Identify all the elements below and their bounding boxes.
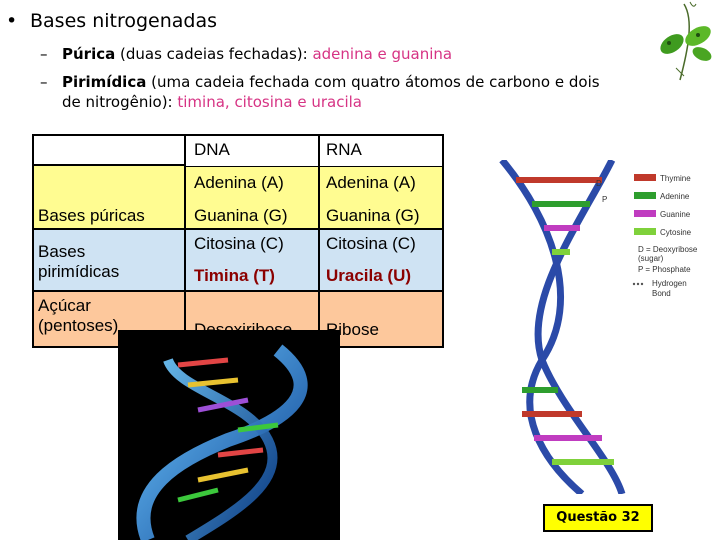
sugar-label-2: (pentoses) [38, 316, 119, 335]
cell-citosina-dna: Citosina (C) [186, 230, 320, 260]
legend-note-hydrogen: Hydrogen [652, 279, 687, 288]
heading-title: Bases nitrogenadas [30, 10, 218, 32]
pyrimidine-label-2: pirimídicas [38, 262, 120, 281]
table-corner-cell [34, 136, 186, 166]
purine-label-cell: Bases púricas [34, 166, 186, 230]
dna-helix-photo [118, 330, 340, 540]
dash-marker: – [40, 45, 48, 63]
cell-uracila-rna: Uracila (U) [320, 260, 442, 292]
plant-image [660, 1, 712, 81]
table-header-rna: RNA [320, 136, 442, 166]
sub-bullet-purica: –Púrica (duas cadeias fechadas): adenina… [40, 44, 452, 64]
pirimidica-desc-2: de nitrogênio): [62, 93, 178, 111]
legend-adenine: Adenine [660, 192, 690, 201]
purica-examples: adenina e guanina [312, 45, 453, 63]
cell-guanina-dna: Guanina (G) [186, 200, 320, 230]
question-label: Questão 32 [543, 504, 653, 532]
legend-note-sugar: (sugar) [638, 254, 664, 263]
legend-thymine: Thymine [660, 174, 691, 183]
sub-bullet-pirimidica: –Pirimídica (uma cadeia fechada com quat… [40, 72, 600, 112]
cell-adenina-dna: Adenina (A) [186, 166, 320, 200]
bases-table: DNA RNA Bases púricas Adenina (A) Adenin… [32, 134, 444, 348]
strand-label-p: P [602, 195, 607, 204]
legend-guanine: Guanine [660, 210, 691, 219]
table-header-dna: DNA [186, 136, 320, 166]
legend-note-bond: Bond [652, 289, 671, 298]
bullet-marker: • [6, 10, 18, 32]
pirimidica-desc-1: (uma cadeia fechada com quatro átomos de… [146, 73, 600, 91]
pyrimidine-label-cell: Bases pirimídicas [34, 230, 186, 292]
cell-timina-dna: Timina (T) [186, 260, 320, 292]
pirimidica-examples: timina, citosina e uracila [177, 93, 362, 111]
purine-label: Bases púricas [38, 206, 145, 225]
term-pirimidica: Pirimídica [62, 73, 147, 91]
legend-note-phosphate: P = Phosphate [638, 265, 691, 274]
cell-adenina-rna: Adenina (A) [320, 166, 442, 200]
legend-cytosine: Cytosine [660, 228, 692, 237]
heading-bullet: • Bases nitrogenadas [6, 10, 217, 32]
term-purica: Púrica [62, 45, 116, 63]
dash-marker: – [40, 73, 48, 91]
pyrimidine-label-1: Bases [38, 242, 86, 261]
strand-label-d: D [596, 179, 602, 188]
cell-citosina-rna: Citosina (C) [320, 230, 442, 260]
legend-note-deoxyribose: D = Deoxyribose [638, 245, 698, 254]
cell-guanina-rna: Guanina (G) [320, 200, 442, 230]
purica-desc: (duas cadeias fechadas): [115, 45, 313, 63]
strand-right [534, 160, 626, 494]
dna-schematic-diagram: D P Thymine Adenine Guanine Cytosine D =… [462, 160, 706, 494]
sugar-label-1: Açúcar [38, 296, 91, 315]
legend: Thymine Adenine Guanine Cytosine D = Deo… [632, 174, 698, 298]
